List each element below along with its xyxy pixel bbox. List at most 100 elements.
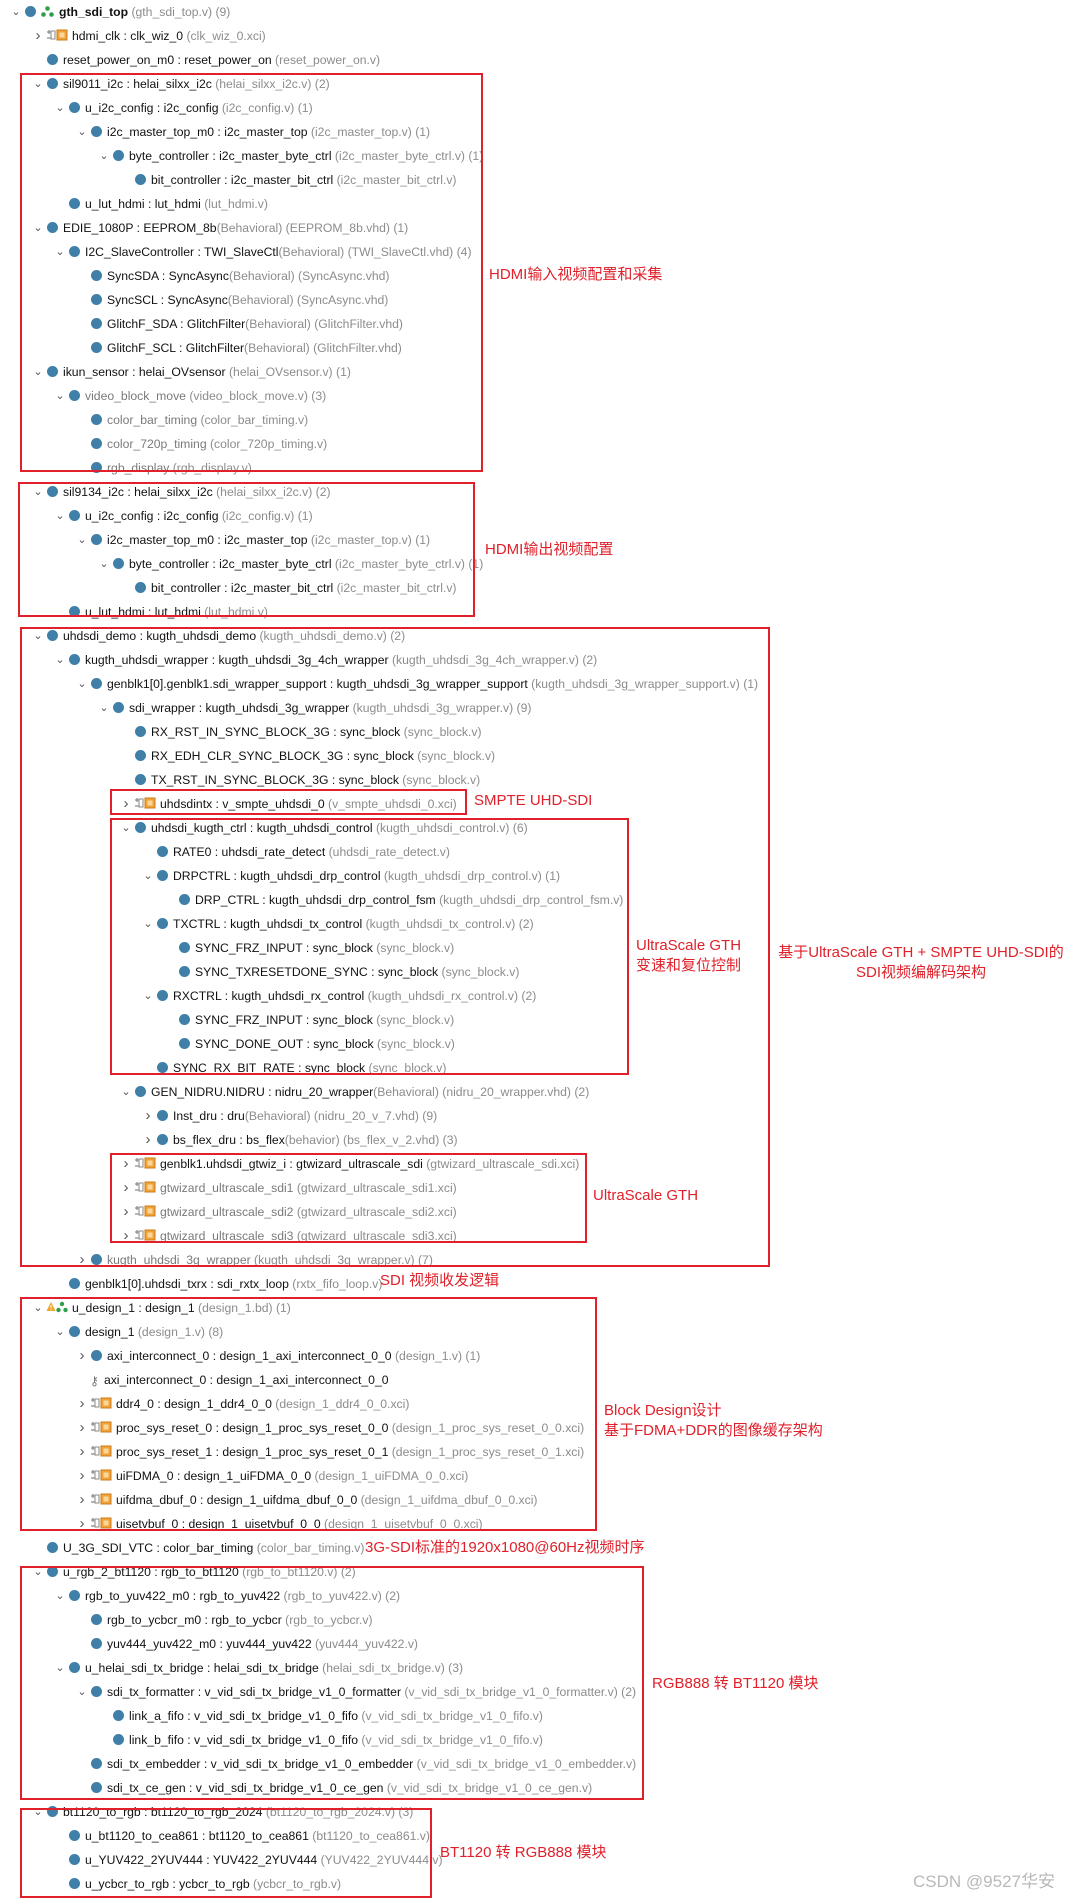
tree-row[interactable]: RX_EDH_CLR_SYNC_BLOCK_3G : sync_block (s… — [0, 744, 495, 768]
tree-row[interactable]: rgb_to_ycbcr_m0 : rgb_to_ycbcr (rgb_to_y… — [0, 1608, 373, 1632]
tree-row[interactable]: reset_power_on_m0 : reset_power_on (rese… — [0, 48, 380, 72]
tree-row[interactable]: SYNC_TXRESETDONE_SYNC : sync_block (sync… — [0, 960, 519, 984]
chevron-right-icon[interactable]: › — [35, 27, 41, 44]
tree-row[interactable]: DRP_CTRL : kugth_uhdsdi_drp_control_fsm … — [0, 888, 623, 912]
tree-row[interactable]: u_ycbcr_to_rgb : ycbcr_to_rgb (ycbcr_to_… — [0, 1872, 341, 1896]
tree-row[interactable]: bit_controller : i2c_master_bit_ctrl (i2… — [0, 168, 456, 192]
tree-row[interactable]: ›uifdma_dbuf_0 : design_1_uifdma_dbuf_0_… — [0, 1488, 538, 1512]
chevron-down-icon[interactable]: ⌄ — [33, 486, 43, 498]
tree-row[interactable]: ⌄EDIE_1080P : EEPROM_8b(Behavioral) (EEP… — [0, 216, 408, 240]
tree-row[interactable]: ⌄sdi_tx_formatter : v_vid_sdi_tx_bridge_… — [0, 1680, 636, 1704]
tree-row[interactable]: SYNC_RX_BIT_RATE : sync_block (sync_bloc… — [0, 1056, 446, 1080]
tree-row[interactable]: ⌄u_design_1 : design_1 (design_1.bd) (1) — [0, 1296, 290, 1320]
tree-row[interactable]: color_720p_timing (color_720p_timing.v) — [0, 432, 327, 456]
tree-row[interactable]: ⌄i2c_master_top_m0 : i2c_master_top (i2c… — [0, 528, 430, 552]
tree-row[interactable]: ›uhdsdintx : v_smpte_uhdsdi_0 (v_smpte_u… — [0, 792, 457, 816]
tree-row[interactable]: ⌄sil9011_i2c : helai_silxx_i2c (helai_si… — [0, 72, 329, 96]
tree-row[interactable]: ⌄u_i2c_config : i2c_config (i2c_config.v… — [0, 504, 312, 528]
chevron-down-icon[interactable]: ⌄ — [55, 390, 65, 402]
chevron-right-icon[interactable]: › — [79, 1347, 85, 1364]
tree-row[interactable]: ⚷axi_interconnect_0 : design_1_axi_inter… — [0, 1368, 389, 1392]
chevron-right-icon[interactable]: › — [79, 1251, 85, 1268]
tree-row[interactable]: ⌄design_1 (design_1.v) (8) — [0, 1320, 223, 1344]
tree-row[interactable]: link_b_fifo : v_vid_sdi_tx_bridge_v1_0_f… — [0, 1728, 543, 1752]
chevron-down-icon[interactable]: ⌄ — [99, 150, 109, 162]
tree-row[interactable]: ›bs_flex_dru : bs_flex(behavior) (bs_fle… — [0, 1128, 458, 1152]
chevron-down-icon[interactable]: ⌄ — [55, 510, 65, 522]
tree-row[interactable]: ›axi_interconnect_0 : design_1_axi_inter… — [0, 1344, 481, 1368]
chevron-down-icon[interactable]: ⌄ — [55, 1590, 65, 1602]
chevron-down-icon[interactable]: ⌄ — [33, 366, 43, 378]
tree-row[interactable]: ⌄byte_controller : i2c_master_byte_ctrl … — [0, 552, 483, 576]
tree-row[interactable]: ⌄TXCTRL : kugth_uhdsdi_tx_control (kugth… — [0, 912, 533, 936]
tree-row[interactable]: U_3G_SDI_VTC : color_bar_timing (color_b… — [0, 1536, 364, 1560]
chevron-down-icon[interactable]: ⌄ — [11, 6, 21, 18]
tree-row[interactable]: ›uisetvbuf_0 : design_1_uisetvbuf_0_0 (d… — [0, 1512, 483, 1536]
tree-row[interactable]: ⌄kugth_uhdsdi_wrapper : kugth_uhdsdi_3g_… — [0, 648, 597, 672]
chevron-right-icon[interactable]: › — [79, 1395, 85, 1412]
tree-row[interactable]: ›ddr4_0 : design_1_ddr4_0_0 (design_1_dd… — [0, 1392, 410, 1416]
tree-row[interactable]: ⌄sdi_wrapper : kugth_uhdsdi_3g_wrapper (… — [0, 696, 531, 720]
tree-row[interactable]: SYNC_DONE_OUT : sync_block (sync_block.v… — [0, 1032, 455, 1056]
chevron-down-icon[interactable]: ⌄ — [99, 702, 109, 714]
tree-row[interactable]: ⌄ikun_sensor : helai_OVsensor (helai_OVs… — [0, 360, 351, 384]
tree-row[interactable]: color_bar_timing (color_bar_timing.v) — [0, 408, 308, 432]
chevron-down-icon[interactable]: ⌄ — [55, 1326, 65, 1338]
chevron-right-icon[interactable]: › — [79, 1491, 85, 1508]
chevron-down-icon[interactable]: ⌄ — [33, 1302, 43, 1314]
tree-row[interactable]: ⌄genblk1[0].genblk1.sdi_wrapper_support … — [0, 672, 758, 696]
tree-row[interactable]: ›gtwizard_ultrascale_sdi3 (gtwizard_ultr… — [0, 1224, 457, 1248]
chevron-right-icon[interactable]: › — [79, 1419, 85, 1436]
tree-row[interactable]: ⌄GEN_NIDRU.NIDRU : nidru_20_wrapper(Beha… — [0, 1080, 589, 1104]
tree-row[interactable]: ›gtwizard_ultrascale_sdi2 (gtwizard_ultr… — [0, 1200, 457, 1224]
tree-row[interactable]: link_a_fifo : v_vid_sdi_tx_bridge_v1_0_f… — [0, 1704, 543, 1728]
chevron-down-icon[interactable]: ⌄ — [55, 654, 65, 666]
chevron-down-icon[interactable]: ⌄ — [33, 1806, 43, 1818]
tree-row[interactable]: SYNC_FRZ_INPUT : sync_block (sync_block.… — [0, 936, 454, 960]
chevron-down-icon[interactable]: ⌄ — [99, 558, 109, 570]
tree-row[interactable]: u_bt1120_to_cea861 : bt1120_to_cea861 (b… — [0, 1824, 430, 1848]
tree-row[interactable]: RATE0 : uhdsdi_rate_detect (uhdsdi_rate_… — [0, 840, 450, 864]
chevron-right-icon[interactable]: › — [79, 1515, 85, 1532]
chevron-down-icon[interactable]: ⌄ — [33, 78, 43, 90]
tree-row[interactable]: ›genblk1.uhdsdi_gtwiz_i : gtwizard_ultra… — [0, 1152, 580, 1176]
chevron-down-icon[interactable]: ⌄ — [77, 678, 87, 690]
chevron-down-icon[interactable]: ⌄ — [55, 1662, 65, 1674]
tree-row[interactable]: ⌄DRPCTRL : kugth_uhdsdi_drp_control (kug… — [0, 864, 560, 888]
tree-row[interactable]: sdi_tx_ce_gen : v_vid_sdi_tx_bridge_v1_0… — [0, 1776, 592, 1800]
tree-row[interactable]: SyncSCL : SyncAsync(Behavioral) (SyncAsy… — [0, 288, 388, 312]
tree-row[interactable]: GlitchF_SCL : GlitchFilter(Behavioral) (… — [0, 336, 402, 360]
chevron-right-icon[interactable]: › — [123, 1227, 129, 1244]
chevron-down-icon[interactable]: ⌄ — [143, 990, 153, 1002]
tree-row[interactable]: SYNC_FRZ_INPUT : sync_block (sync_block.… — [0, 1008, 454, 1032]
tree-row[interactable]: ›uiFDMA_0 : design_1_uiFDMA_0_0 (design_… — [0, 1464, 469, 1488]
tree-row[interactable]: ⌄u_i2c_config : i2c_config (i2c_config.v… — [0, 96, 312, 120]
tree-row[interactable]: ⌄I2C_SlaveController : TWI_SlaveCtl(Beha… — [0, 240, 471, 264]
tree-row[interactable]: ›proc_sys_reset_1 : design_1_proc_sys_re… — [0, 1440, 585, 1464]
chevron-right-icon[interactable]: › — [123, 1155, 129, 1172]
tree-row[interactable]: RX_RST_IN_SYNC_BLOCK_3G : sync_block (sy… — [0, 720, 482, 744]
tree-row[interactable]: sdi_tx_embedder : v_vid_sdi_tx_bridge_v1… — [0, 1752, 636, 1776]
chevron-right-icon[interactable]: › — [123, 1203, 129, 1220]
tree-row[interactable]: GlitchF_SDA : GlitchFilter(Behavioral) (… — [0, 312, 403, 336]
chevron-right-icon[interactable]: › — [123, 1179, 129, 1196]
tree-row[interactable]: ›kugth_uhdsdi_3g_wrapper (kugth_uhdsdi_3… — [0, 1248, 433, 1272]
tree-row[interactable]: ›Inst_dru : dru(Behavioral) (nidru_20_v_… — [0, 1104, 438, 1128]
tree-row[interactable]: u_YUV422_2YUV444 : YUV422_2YUV444 (YUV42… — [0, 1848, 443, 1872]
tree-row[interactable]: ⌄gth_sdi_top (gth_sdi_top.v) (9) — [0, 0, 230, 24]
chevron-right-icon[interactable]: › — [79, 1467, 85, 1484]
tree-row[interactable]: SyncSDA : SyncAsync(Behavioral) (SyncAsy… — [0, 264, 389, 288]
chevron-down-icon[interactable]: ⌄ — [33, 222, 43, 234]
tree-row[interactable]: ›hdmi_clk : clk_wiz_0 (clk_wiz_0.xci) — [0, 24, 266, 48]
tree-row[interactable]: TX_RST_IN_SYNC_BLOCK_3G : sync_block (sy… — [0, 768, 480, 792]
chevron-right-icon[interactable]: › — [145, 1107, 151, 1124]
tree-row[interactable]: ›proc_sys_reset_0 : design_1_proc_sys_re… — [0, 1416, 585, 1440]
chevron-right-icon[interactable]: › — [79, 1443, 85, 1460]
tree-row[interactable]: ⌄uhdsdi_demo : kugth_uhdsdi_demo (kugth_… — [0, 624, 405, 648]
chevron-down-icon[interactable]: ⌄ — [55, 102, 65, 114]
chevron-down-icon[interactable]: ⌄ — [55, 246, 65, 258]
tree-row[interactable]: yuv444_yuv422_m0 : yuv444_yuv422 (yuv444… — [0, 1632, 418, 1656]
chevron-right-icon[interactable]: › — [145, 1131, 151, 1148]
tree-row[interactable]: ⌄i2c_master_top_m0 : i2c_master_top (i2c… — [0, 120, 430, 144]
chevron-down-icon[interactable]: ⌄ — [143, 918, 153, 930]
